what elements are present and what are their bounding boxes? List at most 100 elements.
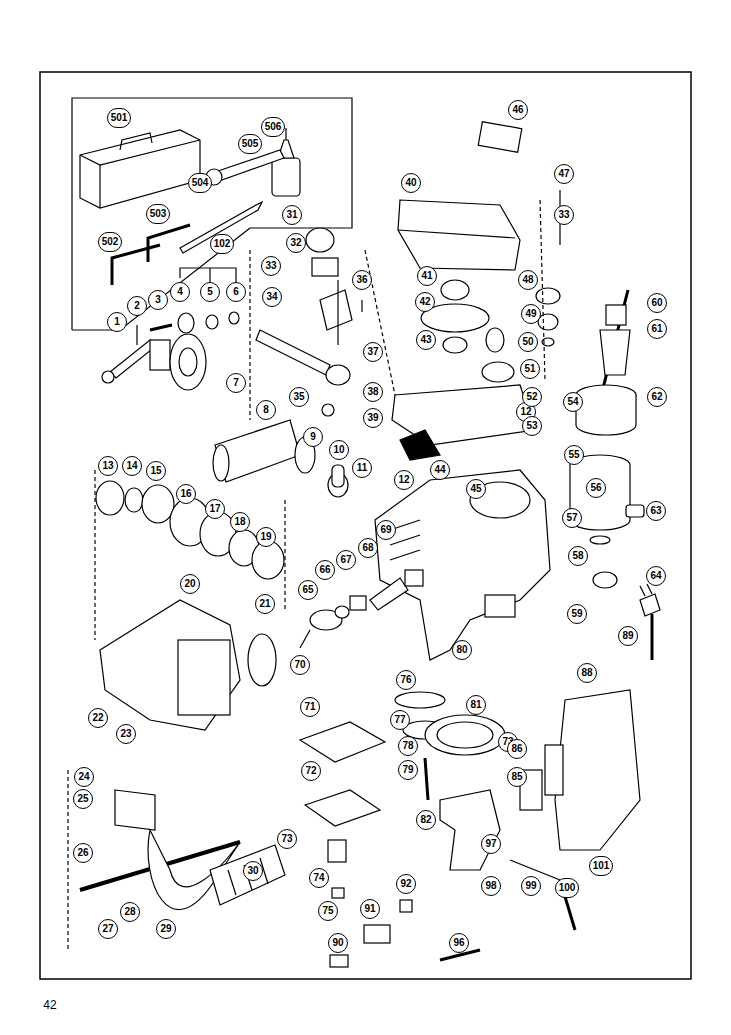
callout-number: 50 bbox=[518, 332, 538, 352]
callout-number: 504 bbox=[188, 173, 213, 193]
callout-number: 90 bbox=[328, 933, 348, 953]
callout-number: 40 bbox=[401, 173, 421, 193]
callout-number: 58 bbox=[568, 546, 588, 566]
callout-number: 99 bbox=[521, 876, 541, 896]
accessory-box bbox=[72, 228, 250, 330]
callout-number: 69 bbox=[376, 520, 396, 540]
callout-number: 29 bbox=[156, 919, 176, 939]
callout-number: 91 bbox=[360, 899, 380, 919]
callout-number: 78 bbox=[398, 736, 418, 756]
callout-number: 505 bbox=[238, 134, 263, 154]
ring-set bbox=[96, 481, 284, 579]
callout-number: 80 bbox=[452, 640, 472, 660]
callout-number: 85 bbox=[507, 767, 527, 787]
callout-number: 62 bbox=[647, 387, 667, 407]
callout-number: 38 bbox=[363, 382, 383, 402]
callout-number: 61 bbox=[647, 319, 667, 339]
callout-number: 1 bbox=[107, 312, 127, 332]
callout-number: 503 bbox=[146, 204, 171, 224]
callout-number: 101 bbox=[589, 856, 614, 876]
callout-number: 36 bbox=[352, 270, 372, 290]
callout-number: 45 bbox=[466, 479, 486, 499]
assembly-lines bbox=[68, 200, 545, 950]
callout-number: 71 bbox=[300, 697, 320, 717]
callout-number: 46 bbox=[508, 100, 528, 120]
callout-number: 34 bbox=[262, 287, 282, 307]
callout-number: 72 bbox=[301, 761, 321, 781]
callout-number: 67 bbox=[336, 550, 356, 570]
callout-number: 14 bbox=[122, 456, 142, 476]
case bbox=[80, 130, 200, 208]
accessory-box bbox=[72, 98, 352, 330]
gear-cover bbox=[398, 122, 560, 270]
lever-parts bbox=[300, 570, 423, 648]
callout-number: 22 bbox=[88, 708, 108, 728]
callout-number: 24 bbox=[74, 767, 94, 787]
callout-number: 89 bbox=[618, 626, 638, 646]
callout-number: 33 bbox=[261, 256, 281, 276]
callout-number: 506 bbox=[261, 117, 286, 137]
callout-number: 12 bbox=[394, 470, 414, 490]
gasket bbox=[400, 430, 440, 460]
callout-number: 88 bbox=[577, 663, 597, 683]
armature bbox=[600, 290, 630, 400]
callout-number: 68 bbox=[358, 538, 378, 558]
hex-key bbox=[112, 245, 160, 285]
wrench bbox=[206, 150, 284, 185]
callout-number: 102 bbox=[210, 234, 235, 254]
callout-number: 79 bbox=[398, 760, 418, 780]
cylinder bbox=[213, 420, 348, 497]
callout-number: 31 bbox=[282, 205, 302, 225]
callout-number: 55 bbox=[564, 445, 584, 465]
callout-number: 66 bbox=[315, 560, 335, 580]
callout-number: 6 bbox=[226, 282, 246, 302]
page-number: 42 bbox=[43, 998, 56, 1012]
hex-key bbox=[148, 225, 190, 262]
rear-handle bbox=[440, 690, 640, 930]
callout-number: 17 bbox=[205, 499, 225, 519]
callout-number: 53 bbox=[522, 416, 542, 436]
callout-number: 32 bbox=[286, 233, 306, 253]
callout-number: 41 bbox=[417, 266, 437, 286]
callout-number: 26 bbox=[73, 843, 93, 863]
callout-number: 81 bbox=[466, 695, 486, 715]
callout-number: 10 bbox=[329, 440, 349, 460]
callout-number: 42 bbox=[415, 292, 435, 312]
callout-number: 23 bbox=[116, 724, 136, 744]
front-cover bbox=[100, 600, 276, 730]
small-parts bbox=[330, 900, 480, 967]
callout-number: 44 bbox=[430, 460, 450, 480]
callout-number: 2 bbox=[127, 296, 147, 316]
callout-number: 9 bbox=[303, 427, 323, 447]
callout-number: 19 bbox=[256, 527, 276, 547]
cord bbox=[640, 584, 660, 660]
callout-number: 59 bbox=[567, 604, 587, 624]
callout-number: 74 bbox=[309, 868, 329, 888]
callout-number: 64 bbox=[646, 566, 666, 586]
crank-assembly bbox=[256, 228, 362, 416]
callout-number: 35 bbox=[289, 387, 309, 407]
callout-number: 92 bbox=[396, 874, 416, 894]
callout-number: 8 bbox=[256, 400, 276, 420]
callout-number: 21 bbox=[255, 594, 275, 614]
callout-number: 33 bbox=[554, 205, 574, 225]
callout-number: 86 bbox=[507, 739, 527, 759]
callout-number: 75 bbox=[318, 901, 338, 921]
callout-number: 65 bbox=[298, 580, 318, 600]
callout-number: 25 bbox=[73, 789, 93, 809]
callout-number: 77 bbox=[390, 710, 410, 730]
callout-number: 11 bbox=[352, 458, 372, 478]
callout-number: 502 bbox=[98, 232, 123, 252]
housing bbox=[375, 470, 550, 660]
callout-number: 37 bbox=[363, 342, 383, 362]
callout-number: 13 bbox=[98, 456, 118, 476]
callout-number: 73 bbox=[277, 829, 297, 849]
callout-number: 16 bbox=[176, 484, 196, 504]
gears bbox=[421, 280, 560, 404]
callout-number: 49 bbox=[521, 304, 541, 324]
callout-number: 52 bbox=[522, 387, 542, 407]
bottom-parts bbox=[300, 692, 505, 898]
chisel bbox=[180, 202, 262, 253]
callout-number: 97 bbox=[481, 834, 501, 854]
